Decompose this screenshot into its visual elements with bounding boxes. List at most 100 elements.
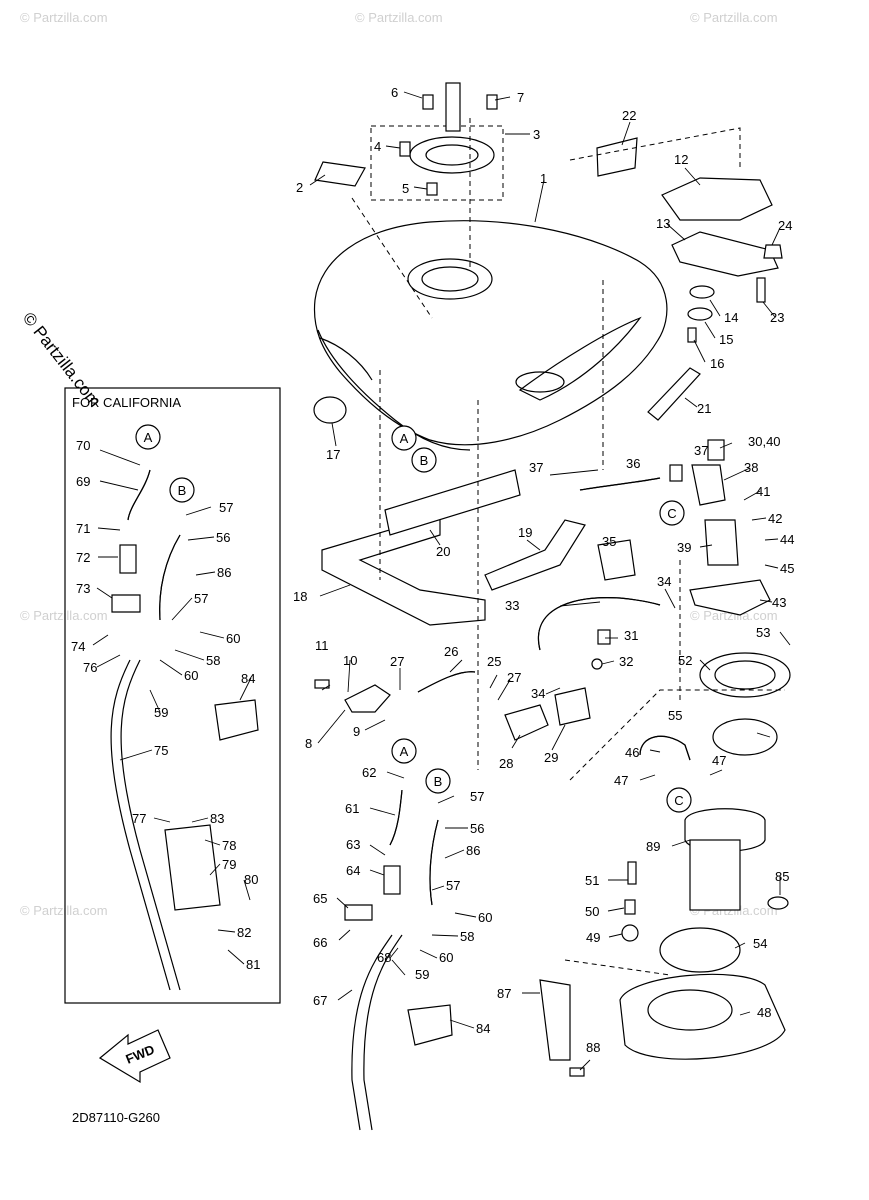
part-label: 75 [154,743,168,758]
part-label: 18 [293,589,307,604]
part-label: 54 [753,936,767,951]
part-label: 32 [619,654,633,669]
clip-37 [669,464,683,482]
part-label: 80 [244,872,258,887]
part-label: 60 [226,631,240,646]
part-label: 63 [346,837,360,852]
part-label: 27 [507,670,521,685]
collar-15 [687,307,713,321]
bolt-23 [756,277,766,303]
part-label: 30,40 [748,434,781,449]
hose-56 [429,819,439,906]
part-label: 71 [76,521,90,536]
part-label: 70 [76,438,90,453]
part-label: 52 [678,653,692,668]
filter-64 [383,865,401,895]
part-label: 88 [586,1040,600,1055]
callout-b: B [178,483,187,498]
callout-markers: A B C A B A B C [135,424,692,813]
part-label: 2 [296,180,303,195]
part-label: 11 [315,638,329,653]
callout-a: A [400,431,409,446]
part-label: 81 [246,957,260,972]
callout-b: B [434,774,443,789]
part-label: 36 [626,456,640,471]
part-label: 57 [194,591,208,606]
part-label: 58 [206,653,220,668]
part-label: 64 [346,863,360,878]
decal-2 [314,161,366,187]
part-label: 86 [466,843,480,858]
part-label: 78 [222,838,236,853]
part-label: 57 [219,500,233,515]
part-label: 77 [132,811,146,826]
bolt-88 [569,1067,585,1077]
leader-lines [92,91,791,1071]
pump-body [689,839,741,911]
canister-78 [164,824,221,911]
part-label: 8 [305,736,312,751]
part-label: 26 [444,644,458,659]
part-label: 67 [313,993,327,1008]
part-label: 58 [460,929,474,944]
part-label: 60 [478,910,492,925]
part-label: 83 [210,811,224,826]
part-label: 89 [646,839,660,854]
part-label: 28 [499,756,513,771]
bracket-43 [689,579,771,616]
part-label: 38 [744,460,758,475]
hose-36 [579,477,661,491]
callout-c: C [674,793,683,808]
part-label: 9 [353,724,360,739]
clamp-73 [111,594,141,613]
part-label: 44 [780,532,794,547]
damper-49 [621,924,639,942]
part-label: 23 [770,310,784,325]
part-label: 6 [391,85,398,100]
emblem-22 [596,137,638,177]
part-label: 57 [446,878,460,893]
hose-26 [417,671,476,693]
filter-72 [119,544,137,574]
hose-69 [127,469,151,521]
part-label: 87 [497,986,511,1001]
watermarks: © Partzilla.com © Partzilla.com © Partzi… [19,10,778,918]
bolt-31 [597,629,611,645]
part-label: 59 [154,705,168,720]
gasket-52 [699,652,791,698]
part-label: 42 [768,511,782,526]
part-label: 82 [237,925,251,940]
part-label: 84 [476,1021,490,1036]
fuel-cap [370,82,504,201]
part-label: 50 [585,904,599,919]
part-label: 72 [76,550,90,565]
part-label: 14 [724,310,738,325]
callout-c: C [667,506,676,521]
part-label: 29 [544,750,558,765]
damper-20 [384,469,521,536]
part-label: 27 [390,654,404,669]
part-label: 47 [614,773,628,788]
part-label: 55 [668,708,682,723]
hose-61 [389,789,403,846]
gasket-54 [659,927,741,973]
part-label: 24 [778,218,792,233]
valve-cap-30-40 [707,439,725,461]
fuel-cock [344,684,391,713]
part-label: 46 [625,745,639,760]
hose-26-outline [417,671,476,693]
part-label: 10 [343,653,357,668]
hose-61-outline [389,789,403,846]
part-label: 33 [505,598,519,613]
washer-32 [591,658,603,670]
part-label: 47 [712,753,726,768]
part-label: 34 [531,686,545,701]
part-label: 17 [326,447,340,462]
part-label: 66 [313,935,327,950]
clamp-65 [344,904,373,921]
part-label: 21 [697,401,711,416]
watermark: © Partzilla.com [20,608,108,623]
box-title: FOR CALIFORNIA [72,395,181,410]
watermark: © Partzilla.com [690,608,778,623]
part-label: 4 [374,139,381,154]
